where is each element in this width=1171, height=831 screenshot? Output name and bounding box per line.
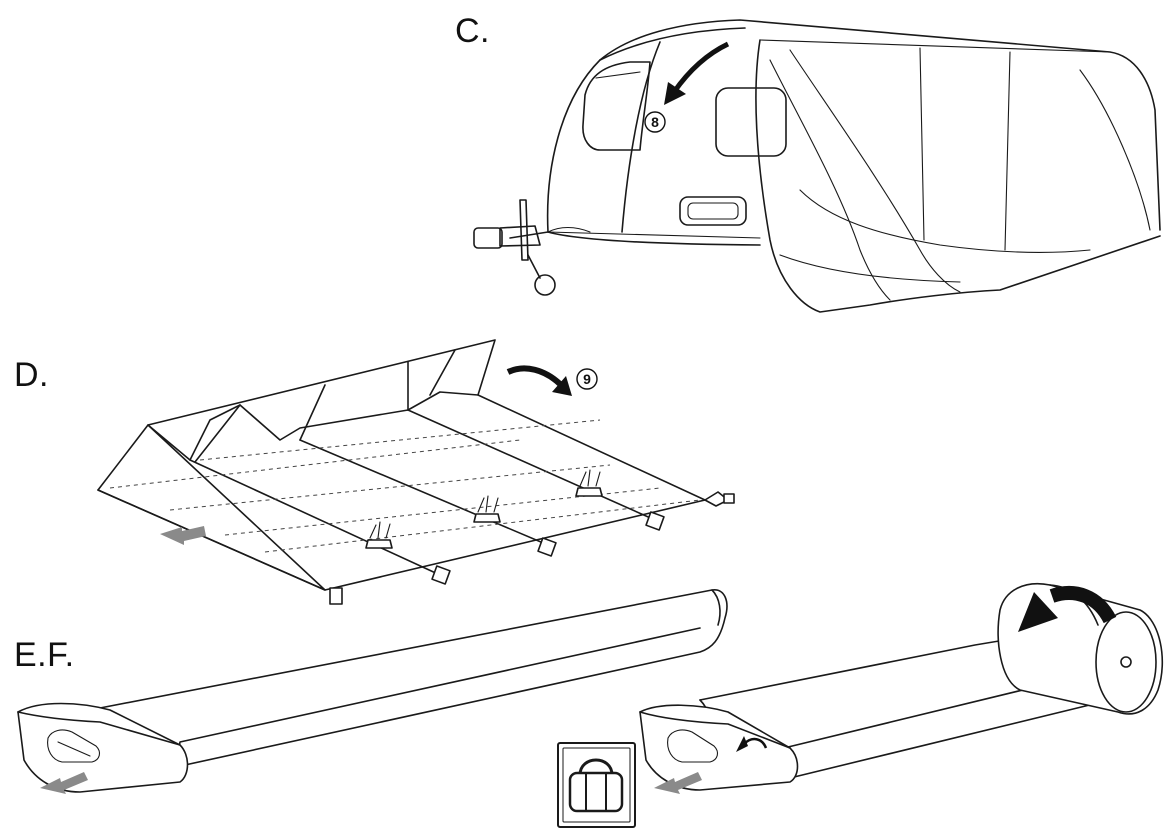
- step-8-marker: 8: [645, 112, 665, 132]
- caravan-illustration: [474, 20, 1160, 312]
- curved-arrow-icon: [664, 44, 728, 105]
- step-8-number: 8: [651, 114, 659, 130]
- carry-bag-icon: [558, 743, 635, 827]
- step-9-number: 9: [583, 371, 591, 387]
- pull-arrow-icon: [160, 526, 206, 545]
- folded-cover-illustration: [98, 340, 734, 604]
- rolled-cover-illustration: [640, 584, 1162, 790]
- step-9-marker: 9: [577, 369, 597, 389]
- fold-arrow-icon: [508, 368, 572, 396]
